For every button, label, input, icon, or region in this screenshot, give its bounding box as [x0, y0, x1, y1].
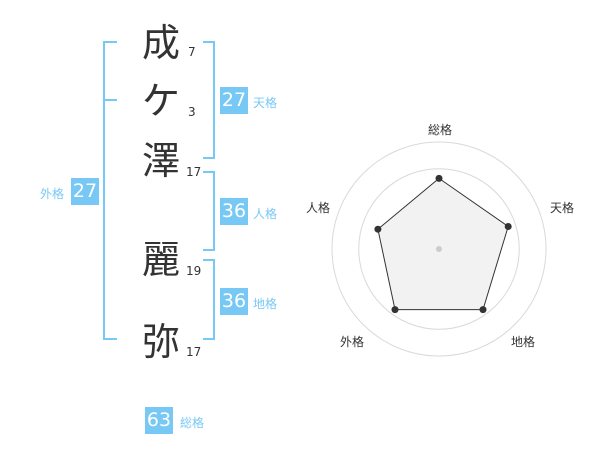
stroke-count-1: 7 [188, 45, 196, 59]
name-character-1: 成 [141, 21, 180, 65]
tenkaku-label: 天格 [253, 96, 278, 110]
name-bracket-tick [103, 99, 117, 101]
radar-score-polygon [377, 177, 509, 311]
radar-point-jinkaku [374, 225, 382, 233]
radar-label-left: 人格 [306, 201, 331, 215]
radar-label-bottom-left: 外格 [340, 335, 365, 349]
chikaku-bracket [203, 259, 215, 340]
radar-center-dot [436, 246, 442, 252]
name-character-5: 弥 [141, 320, 180, 364]
radar-ring [358, 168, 520, 330]
radar-label-top: 総格 [428, 123, 453, 137]
radar-point-soukaku [435, 174, 443, 182]
chikaku-value-box: 36 [220, 288, 248, 315]
soukaku-label: 総格 [180, 416, 205, 430]
soukaku-value-box: 63 [145, 407, 173, 434]
gaikaku-bracket [103, 41, 117, 340]
jinkaku-label: 人格 [253, 207, 278, 221]
stroke-count-4: 19 [186, 264, 202, 278]
radar-point-gaikaku [391, 306, 399, 314]
chikaku-label: 地格 [253, 297, 278, 311]
gaikaku-label: 外格 [40, 187, 65, 201]
radar-label-bottom-right: 地格 [511, 335, 536, 349]
name-character-3: 澤 [141, 139, 180, 183]
jinkaku-bracket [203, 171, 215, 251]
tenkaku-value-box: 27 [220, 87, 248, 114]
name-character-4: 麗 [141, 238, 180, 282]
gaikaku-value-box: 27 [71, 178, 99, 205]
radar-point-chikaku [479, 306, 487, 314]
jinkaku-value-box: 36 [220, 198, 248, 225]
stroke-count-5: 17 [186, 345, 202, 359]
tenkaku-bracket [203, 41, 215, 159]
stroke-count-3: 17 [186, 165, 202, 179]
radar-point-tenkaku [504, 223, 512, 230]
name-character-2: ケ [141, 79, 180, 123]
stroke-count-2: 3 [188, 105, 196, 119]
radar-label-right: 天格 [550, 201, 575, 215]
